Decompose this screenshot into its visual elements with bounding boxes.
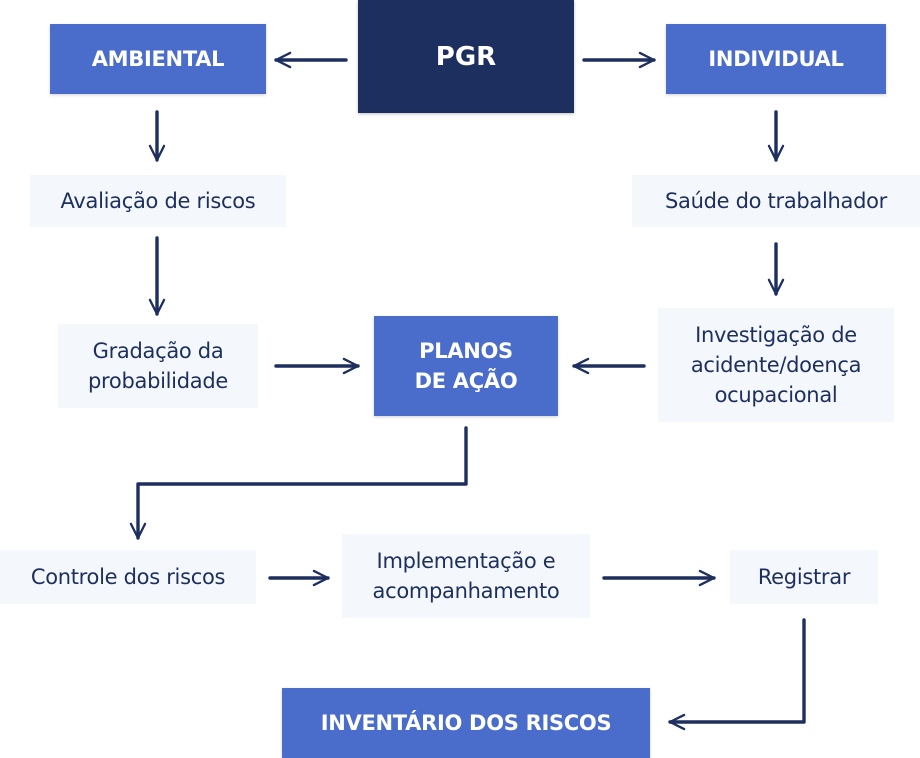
node-implementacao: Implementação e acompanhamento (342, 534, 590, 618)
node-registrar-label: Registrar (757, 565, 851, 589)
node-ambiental: AMBIENTAL (50, 24, 266, 94)
node-pgr: PGR (358, 0, 574, 113)
node-inventario-label: INVENTÁRIO DOS RISCOS (320, 711, 612, 735)
node-planos-line-2: DE AÇÃO (414, 369, 518, 393)
node-gradacao-line-2: probabilidade (88, 369, 228, 393)
node-planos-line-1: PLANOS (419, 339, 513, 363)
node-avaliacao-de-riscos: Avaliação de riscos (30, 175, 286, 227)
node-saude-label: Saúde do trabalhador (664, 189, 888, 213)
node-investigacao-line-1: Investigação de (695, 323, 857, 347)
node-investigacao: Investigação de acidente/doença ocupacio… (658, 308, 894, 422)
node-gradacao-line-1: Gradação da (92, 339, 224, 363)
node-individual: INDIVIDUAL (666, 24, 886, 94)
node-investigacao-line-3: ocupacional (714, 383, 838, 407)
node-controle-dos-riscos: Controle dos riscos (0, 550, 256, 604)
node-implementacao-line-1: Implementação e (376, 549, 556, 573)
node-saude-do-trabalhador: Saúde do trabalhador (632, 175, 920, 227)
node-registrar: Registrar (730, 550, 878, 604)
node-gradacao-da-probabilidade: Gradação da probabilidade (58, 324, 258, 408)
arrow-registrar-to-inventario (668, 618, 806, 731)
node-planos-de-acao: PLANOS DE AÇÃO (374, 316, 558, 416)
node-pgr-label: PGR (435, 41, 497, 72)
node-implementacao-line-2: acompanhamento (372, 579, 560, 603)
node-controle-label: Controle dos riscos (30, 565, 226, 589)
arrow-planos-to-controle (129, 426, 468, 540)
node-avaliacao-label: Avaliação de riscos (60, 189, 256, 213)
node-individual-label: INDIVIDUAL (708, 47, 844, 71)
node-investigacao-line-2: acidente/doença (690, 353, 862, 377)
node-ambiental-label: AMBIENTAL (91, 47, 225, 71)
node-inventario-dos-riscos: INVENTÁRIO DOS RISCOS (282, 688, 650, 758)
